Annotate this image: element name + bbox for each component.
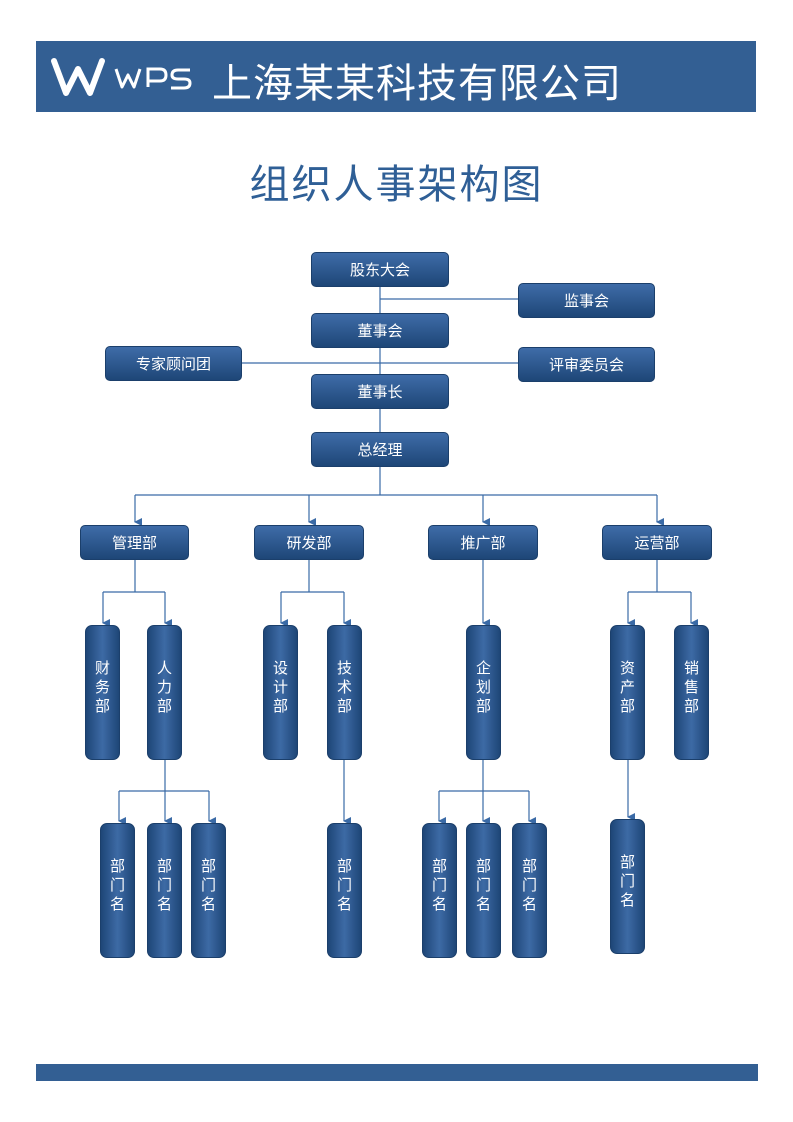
dept-promotion: 推广部 bbox=[428, 525, 538, 560]
subdept-planning: 企划部 bbox=[466, 625, 501, 760]
node-shareholders: 股东大会 bbox=[311, 252, 449, 287]
wps-logo-icon bbox=[51, 58, 192, 96]
node-review: 评审委员会 bbox=[518, 347, 655, 382]
node-chairman: 董事长 bbox=[311, 374, 449, 409]
node-experts: 专家顾问团 bbox=[105, 346, 242, 381]
unit-box: 部门名 bbox=[100, 823, 135, 958]
subdept-design: 设计部 bbox=[263, 625, 298, 760]
unit-box: 部门名 bbox=[147, 823, 182, 958]
subdept-sales: 销售部 bbox=[674, 625, 709, 760]
dept-operations: 运营部 bbox=[602, 525, 712, 560]
unit-box: 部门名 bbox=[327, 823, 362, 958]
subdept-assets: 资产部 bbox=[610, 625, 645, 760]
company-name: 上海某某科技有限公司 bbox=[212, 61, 622, 107]
subdept-hr: 人力部 bbox=[147, 625, 182, 760]
subdept-tech: 技术部 bbox=[327, 625, 362, 760]
unit-box: 部门名 bbox=[610, 819, 645, 954]
node-supervisors: 监事会 bbox=[518, 283, 655, 318]
page-title: 组织人事架构图 bbox=[249, 162, 544, 208]
footer-bar bbox=[36, 1064, 758, 1081]
subdept-finance: 财务部 bbox=[85, 625, 120, 760]
unit-box: 部门名 bbox=[466, 823, 501, 958]
node-general-manager: 总经理 bbox=[311, 432, 449, 467]
header-banner: 上海某某科技有限公司 bbox=[36, 41, 756, 112]
dept-rnd: 研发部 bbox=[254, 525, 364, 560]
node-board: 董事会 bbox=[311, 313, 449, 348]
unit-box: 部门名 bbox=[512, 823, 547, 958]
dept-management: 管理部 bbox=[80, 525, 189, 560]
unit-box: 部门名 bbox=[422, 823, 457, 958]
unit-box: 部门名 bbox=[191, 823, 226, 958]
